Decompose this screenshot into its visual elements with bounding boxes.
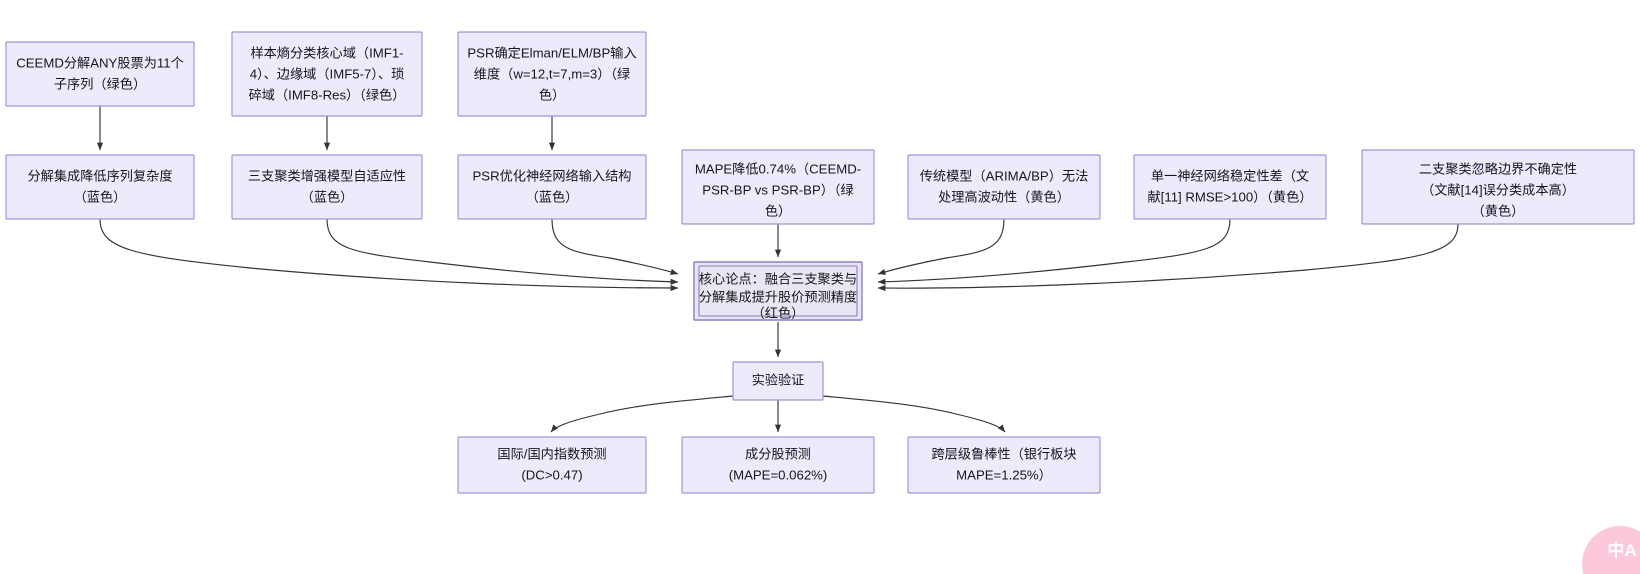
node-label-robust-line2: MAPE=1.25%） [956,467,1052,482]
node-three-way-adapt[interactable]: 三支聚类增强模型自适应性 （蓝色） [231,154,423,220]
node-label-index-line1: 国际/国内指数预测 [497,446,606,461]
node-label-decompose-line2: （蓝色） [74,188,127,204]
node-layer: CEEMD分解ANY股票为11个 子序列（绿色） 样本熵分类核心域（IMF1- … [5,31,1635,494]
node-label-entropy-line3: 碎域（IMF8-Res）（绿色） [249,86,406,102]
node-label-robust-line1: 跨层级鲁棒性（银行板块 [931,446,1076,461]
node-label-singlenn-line1: 单一神经网络稳定性差（文 [1151,168,1309,183]
node-label-traditional-line1: 传统模型（ARIMA/BP）无法 [920,168,1089,183]
edge-twoway-to-core [877,223,1459,292]
node-label-core-line1: 核心论点：融合三支聚类与 [699,271,857,286]
node-label-mape-line3: 色） [765,202,791,218]
node-label-component-line2: (MAPE=0.062%) [729,467,828,482]
node-decompose-reduce[interactable]: 分解集成降低序列复杂度 （蓝色） [5,154,195,220]
node-label-twoway-line3: （黄色） [1472,202,1525,218]
watermark-label: 中A [1607,540,1636,560]
node-label-decompose-line1: 分解集成降低序列复杂度 [27,168,172,183]
node-ceemd-decompose[interactable]: CEEMD分解ANY股票为11个 子序列（绿色） [5,41,195,107]
watermark: 中A [1582,526,1640,574]
node-label-psrdim-line1: PSR确定Elman/ELM/BP输入 [467,45,636,60]
watermark-circle-icon [1582,526,1640,574]
node-mape-drop[interactable]: MAPE降低0.74%（CEEMD- PSR-BP vs PSR-BP）（绿 色… [681,149,875,225]
edge-layer [96,106,1459,433]
node-label-psrdim-line2: 维度（w=12,t=7,m=3）（绿 [474,66,630,81]
node-label-twoway-line2: （文献[14]误分类成本高） [1421,181,1575,197]
node-label-entropy-line2: 4）、边缘域（IMF5-7）、琐 [250,65,405,81]
node-label-threeway-line1: 三支聚类增强模型自适应性 [248,168,406,183]
node-label-experiment: 实验验证 [752,372,805,387]
edge-threeway-to-core [326,218,679,285]
edge-decompose-to-core [99,218,679,292]
node-label-entropy-line1: 样本熵分类核心域（IMF1- [250,45,403,60]
node-traditional-model[interactable]: 传统模型（ARIMA/BP）无法 处理高波动性（黄色） [907,154,1101,220]
node-label-core-line2: 分解集成提升股价预测精度 [699,289,857,304]
node-label-threeway-line2: （蓝色） [301,188,354,204]
node-label-singlenn-line2: 献[11] RMSE>100）（黄色） [1147,188,1312,204]
edge-experiment-to-robust [822,395,1006,433]
node-label-mape-line1: MAPE降低0.74%（CEEMD- [695,161,861,176]
node-component-prediction[interactable]: 成分股预测 (MAPE=0.062%) [681,436,875,494]
node-label-twoway-line1: 二支聚类忽略边界不确定性 [1419,161,1577,176]
node-label-ceemd-line1: CEEMD分解ANY股票为11个 [16,55,184,70]
node-psr-dimension[interactable]: PSR确定Elman/ELM/BP输入 维度（w=12,t=7,m=3）（绿 色… [457,31,647,117]
node-sample-entropy[interactable]: 样本熵分类核心域（IMF1- 4）、边缘域（IMF5-7）、琐 碎域（IMF8-… [231,31,423,117]
node-single-nn-unstable[interactable]: 单一神经网络稳定性差（文 献[11] RMSE>100）（黄色） [1133,154,1327,220]
edge-singlenn-to-core [877,218,1231,285]
node-label-component-line1: 成分股预测 [745,446,811,461]
node-label-traditional-line2: 处理高波动性（黄色） [938,188,1070,204]
node-label-psrdim-line3: 色） [539,86,565,102]
node-label-psropt-line2: （蓝色） [526,188,579,204]
node-experiment-validation[interactable]: 实验验证 [732,361,824,401]
node-label-core-line3: （红色） [752,304,805,320]
node-core-claim[interactable]: 核心论点：融合三支聚类与 分解集成提升股价预测精度 （红色） [693,261,863,321]
node-two-way-ignore[interactable]: 二支聚类忽略边界不确定性 （文献[14]误分类成本高） （黄色） [1361,149,1635,225]
edge-psropt-to-core [551,218,679,275]
node-psr-optimize[interactable]: PSR优化神经网络输入结构 （蓝色） [457,154,647,220]
node-label-ceemd-line2: 子序列（绿色） [54,75,146,91]
node-cross-level-robust[interactable]: 跨层级鲁棒性（银行板块 MAPE=1.25%） [907,436,1101,494]
node-label-mape-line2: PSR-BP vs PSR-BP）（绿 [702,182,853,197]
node-label-psropt-line1: PSR优化神经网络输入结构 [473,168,632,183]
node-label-index-line2: (DC>0.47) [521,467,582,482]
edge-experiment-to-index [550,395,734,433]
edge-traditional-to-core [877,218,1005,275]
node-index-prediction[interactable]: 国际/国内指数预测 (DC>0.47) [457,436,647,494]
